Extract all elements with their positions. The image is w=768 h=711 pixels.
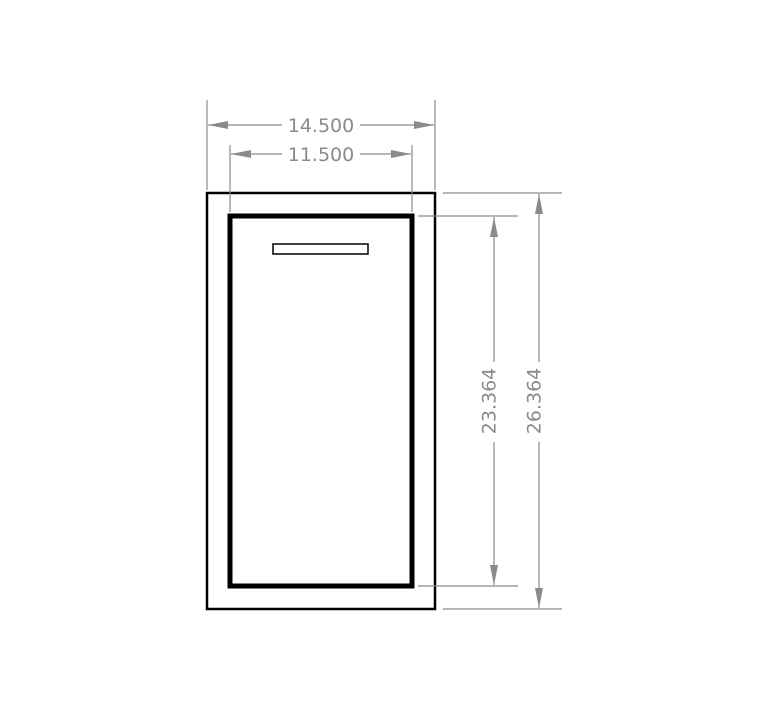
- inner-height-dimension: 23.364: [418, 215, 518, 587]
- outer-frame: [205, 191, 437, 611]
- outer-width-label: 14.500: [288, 115, 354, 137]
- door-handle: [272, 243, 369, 255]
- inner-door-panel: [227, 213, 415, 589]
- inner-height-label: 23.364: [479, 368, 501, 434]
- outer-height-label: 26.364: [524, 368, 546, 434]
- inner-width-label: 11.500: [288, 144, 354, 166]
- outer-height-dimension: 26.364: [443, 192, 562, 610]
- door-part: [205, 191, 437, 611]
- outer-width-dimension: 14.500: [206, 100, 436, 190]
- inner-width-dimension: 11.500: [229, 144, 413, 212]
